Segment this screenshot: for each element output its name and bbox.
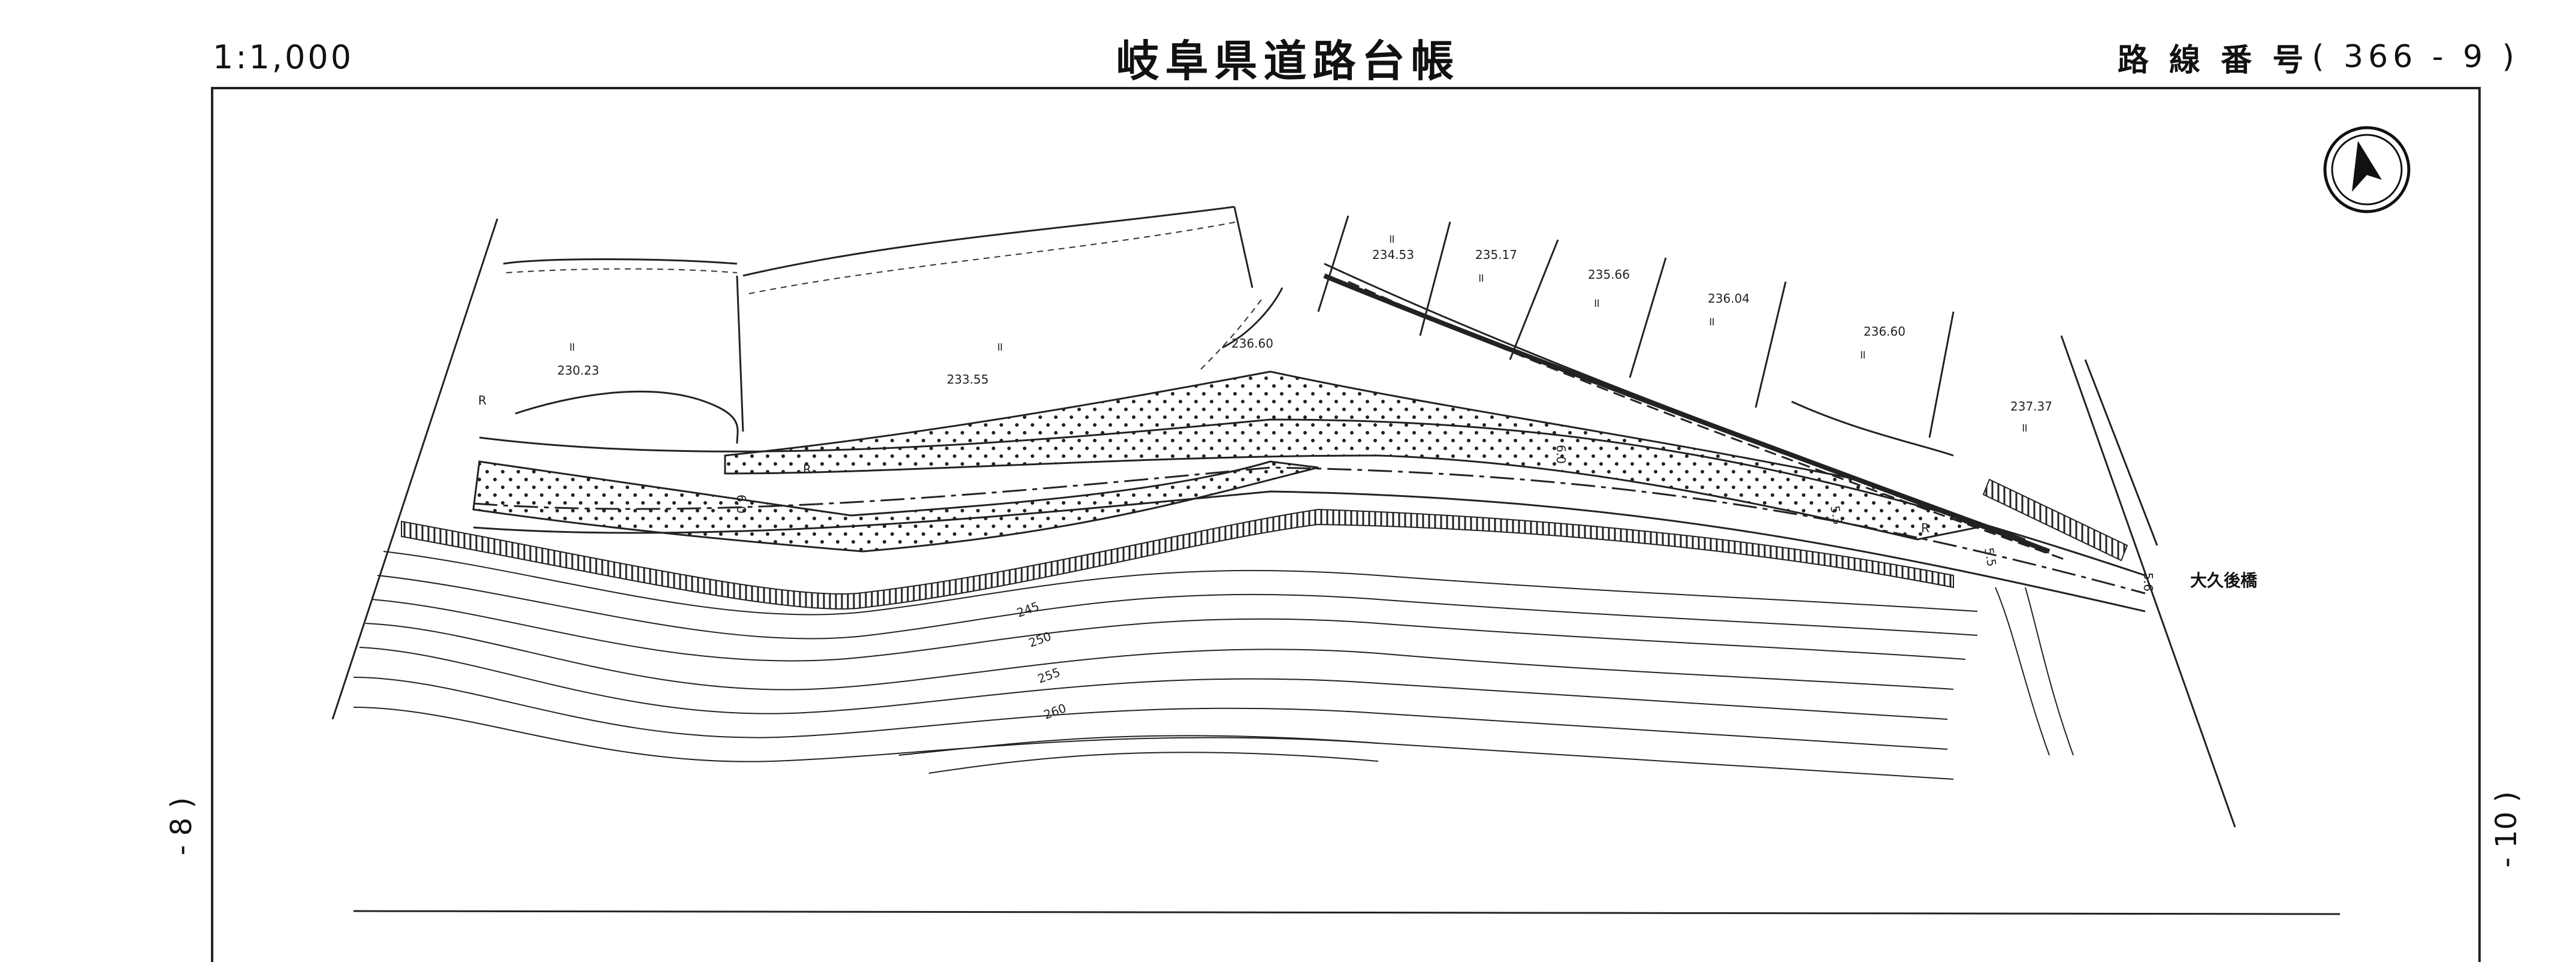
elevation-label: 230.23 [557,363,599,378]
road-map: ॥ ॥ ॥ ॥ ॥ ॥ ॥ ॥ 230.23 233.55 236.60 234… [331,126,2411,915]
elevation-label: 235.17 [1475,248,1517,262]
contour-lines [353,551,2074,780]
road-width-label: 6.0 [734,494,748,514]
land-use-mark: ॥ [1477,270,1484,285]
road-lines [473,273,2146,613]
field-boundaries [503,206,1954,457]
land-use-mark: ॥ [996,339,1003,354]
elevation-label: 235.66 [1588,267,1630,282]
land-use-mark: ॥ [568,339,575,354]
elevation-label: 236.04 [1708,291,1750,306]
pavement-areas [472,370,1981,553]
map-labels: ॥ ॥ ॥ ॥ ॥ ॥ ॥ ॥ 230.23 233.55 236.60 234… [478,231,2258,722]
route-number: 路 線 番 号 ( 366 - 9 ) [2118,24,2519,90]
scale-label: 1:1,000 [213,38,354,76]
contour-label: 250 [1027,629,1053,650]
elevation-label: 234.53 [1372,248,1414,262]
curve-label: R [478,393,487,408]
elevation-label: 236.60 [1231,336,1273,351]
land-use-mark: ॥ [1708,314,1715,328]
curve-label: R [1921,521,1929,535]
page-title: 岐阜県道路台帳 [1116,35,1460,86]
contour-label: 260 [1042,701,1068,722]
route-number-value: ( 366 - 9 ) [2312,39,2519,75]
contour-label: 245 [1015,599,1041,620]
road-width-label: 5.3 [1828,505,1845,526]
residential-plots [1317,215,2026,541]
land-use-mark: ॥ [1859,347,1866,361]
bridge-name: 大久後橋 [2190,571,2258,590]
map-frame [211,87,2481,962]
curve-label: R [803,462,811,477]
elevation-label: 233.55 [947,372,989,387]
land-use-mark: ॥ [2021,420,2028,435]
contour-label: 255 [1036,665,1062,686]
elevation-label: 236.60 [1864,324,1905,339]
road-width-label: 5.6 [2141,572,2155,592]
retaining-walls [401,478,2128,610]
route-label: 路 線 番 号 [2117,42,2309,79]
land-use-mark: ॥ [1388,231,1395,246]
boundary-lines [331,218,2341,915]
land-use-mark: ॥ [1593,295,1600,310]
north-arrow-icon [2323,126,2411,213]
field-scallops [506,221,1262,372]
elevation-label: 237.37 [2010,399,2052,414]
road-width-label: 6.0 [1554,445,1568,464]
road-width-label: 5.5 [1982,547,1999,568]
